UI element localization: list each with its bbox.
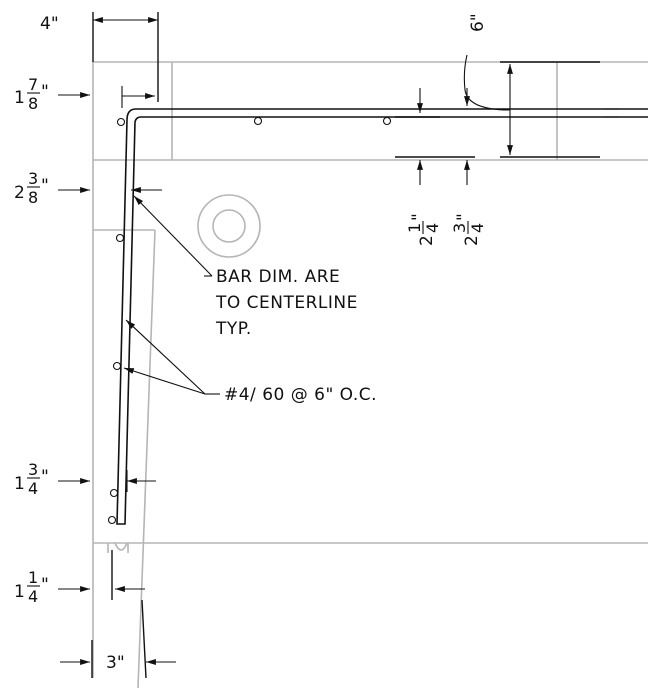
note-bar-dim: BAR DIM. ARE TO CENTERLINE TYP. [133,195,358,339]
dim-slab-cover: 2 1 4 " 2 3 4 " [395,88,487,246]
svg-text:": " [41,82,49,102]
rebar-callout-text: #4/ 60 @ 6" O.C. [224,385,377,405]
svg-text:3: 3 [28,169,38,188]
svg-text:7: 7 [28,75,38,94]
svg-text:2: 2 [462,235,482,246]
longitudinal-bars [107,116,392,525]
svg-text:3: 3 [28,460,38,479]
note-bar-dim-line1: BAR DIM. ARE [216,267,340,287]
pipe-sleeve [197,194,261,258]
note-rebar-callout: #4/ 60 @ 6" O.C. [123,319,377,405]
note-bar-dim-line3: TYP. [215,319,252,339]
svg-text:2: 2 [417,235,437,246]
svg-text:": " [41,467,49,487]
svg-text:3: 3 [450,223,469,233]
svg-text:3": 3" [106,653,125,673]
svg-text:1: 1 [28,568,38,587]
dim-label-4in: 4" [40,14,59,34]
dim-wall-clear: 2 3 8 " [14,169,162,207]
svg-text:4: 4 [423,223,442,233]
svg-text:6": 6" [468,13,488,32]
dim-top-cover: 4" [40,12,159,102]
dim-footing-clear: 1 1 4 " [14,550,145,606]
svg-text:": " [454,213,474,221]
dim-slab-thickness: 6" [463,13,600,158]
svg-text:4: 4 [468,223,487,233]
svg-text:8: 8 [28,94,38,113]
svg-text:8: 8 [28,188,38,207]
dim-bottom-width: 3" [60,599,176,679]
svg-text:": " [41,176,49,196]
svg-text:1: 1 [405,223,424,233]
note-bar-dim-line2: TO CENTERLINE [215,293,358,313]
svg-text:4: 4 [28,587,38,606]
svg-text:": " [409,213,429,221]
dim-top-clear: 1 7 8 " [14,75,155,113]
svg-text:2: 2 [14,183,25,203]
rebar-bent-bar [116,108,648,525]
svg-text:4: 4 [28,479,38,498]
dim-bottom-clear: 1 3 4 " [14,460,156,498]
svg-text:1: 1 [14,474,25,494]
svg-text:1: 1 [14,582,25,602]
svg-text:": " [41,575,49,595]
svg-text:1: 1 [14,88,25,108]
concrete-outline [92,61,648,688]
